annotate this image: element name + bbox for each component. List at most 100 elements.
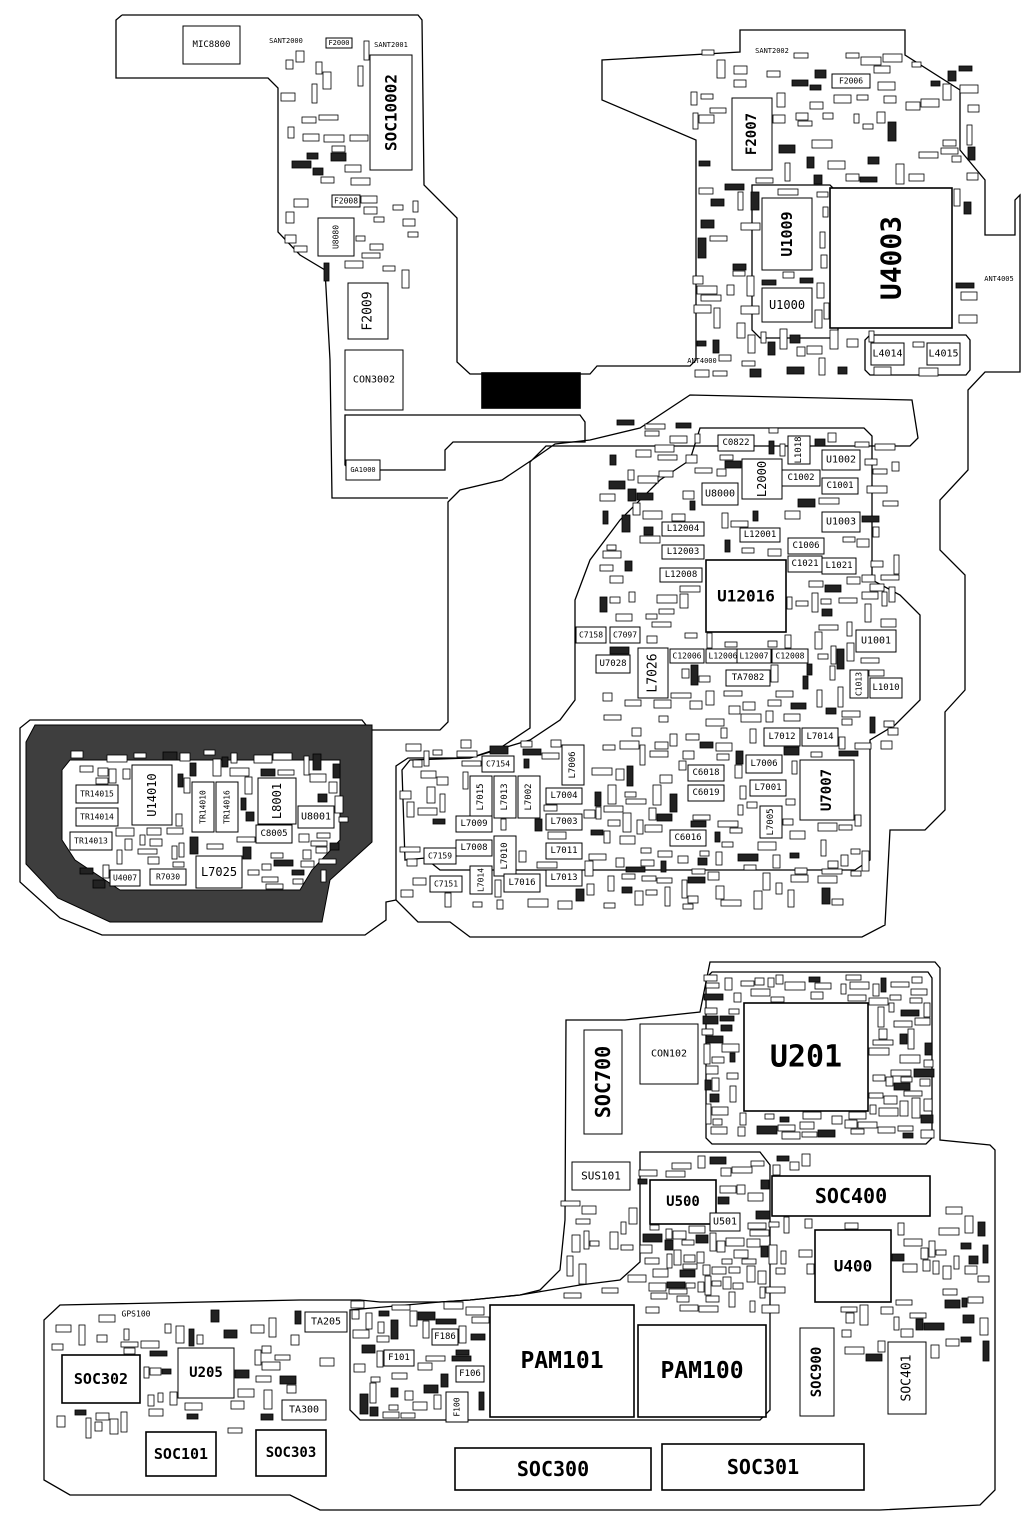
component-l7002: L7002	[517, 775, 541, 819]
passive-pad	[285, 211, 295, 224]
passive-pad	[709, 1232, 717, 1252]
passive-pad	[382, 1411, 400, 1419]
passive-pad	[353, 1363, 366, 1373]
component-f106: F106	[455, 1365, 485, 1383]
component-body-l12004	[661, 521, 705, 537]
component-body-l7013b	[545, 869, 583, 887]
component-label-u7007: U7007	[819, 769, 835, 811]
passive-pad	[777, 1124, 796, 1132]
component-l8001: L8001	[257, 777, 297, 825]
passive-pad	[557, 900, 573, 910]
passive-pad	[109, 1418, 119, 1435]
passive-pad	[732, 1282, 744, 1290]
passive-pad	[602, 550, 622, 559]
passive-pad	[790, 874, 809, 883]
passive-pad	[895, 163, 905, 185]
passive-pad	[310, 840, 328, 847]
passive-pad	[818, 497, 840, 505]
component-l7004: L7004	[545, 787, 583, 805]
passive-pad	[804, 1218, 813, 1229]
passive-pad	[639, 1244, 653, 1254]
passive-pad	[589, 1240, 600, 1247]
passive-pad	[841, 1329, 852, 1338]
passive-pad	[746, 801, 758, 809]
component-body-c1002	[781, 469, 821, 487]
component-body-u1001	[855, 629, 897, 653]
component-label-l7008: L7008	[460, 843, 487, 853]
component-body-u7007	[799, 759, 855, 821]
passive-pad	[664, 1239, 674, 1251]
passive-pad	[733, 65, 748, 75]
component-label-u201: U201	[770, 1040, 842, 1075]
component-body-r7030	[149, 868, 187, 886]
passive-pad	[390, 1387, 399, 1398]
passive-pad	[692, 275, 704, 285]
passive-pad	[891, 1253, 905, 1262]
passive-pad	[809, 101, 824, 110]
passive-pad	[172, 861, 185, 868]
passive-pad	[817, 653, 829, 660]
passive-pad	[705, 1065, 719, 1075]
passive-pad	[911, 976, 923, 984]
component-body-f2008	[331, 194, 361, 208]
passive-pad	[175, 813, 183, 827]
passive-pad	[143, 1366, 150, 1379]
passive-pad	[700, 219, 715, 229]
component-body-l7016	[503, 873, 541, 893]
passive-pad	[814, 438, 826, 447]
passive-pad	[642, 510, 663, 520]
component-label-soc302: SOC302	[74, 1370, 128, 1388]
passive-pad	[798, 1249, 813, 1258]
component-label-santa2002: SANT2002	[755, 47, 789, 55]
passive-pad	[169, 1391, 178, 1406]
passive-pad	[607, 819, 621, 827]
passive-pad	[776, 92, 786, 108]
passive-pad	[369, 1406, 379, 1417]
passive-pad	[705, 718, 725, 727]
passive-pad	[709, 235, 728, 242]
passive-pad	[527, 898, 549, 908]
passive-pad	[292, 878, 304, 885]
passive-pad	[880, 618, 897, 628]
passive-pad	[603, 714, 622, 721]
component-body-c6016	[669, 829, 707, 847]
passive-pad	[682, 1263, 698, 1270]
passive-pad	[602, 692, 613, 702]
component-body-c7158	[575, 626, 607, 644]
passive-pad	[679, 1304, 699, 1312]
passive-pad	[261, 1361, 281, 1371]
component-label-f186: F186	[434, 1332, 456, 1342]
passive-pad	[716, 1240, 726, 1253]
passive-pad	[352, 1329, 370, 1339]
passive-pad	[806, 345, 823, 355]
component-body-tr14016	[215, 781, 239, 833]
component-body-l7014b	[801, 727, 839, 747]
passive-pad	[719, 454, 734, 461]
passive-pad	[685, 733, 700, 741]
component-body-c12006	[669, 648, 705, 664]
passive-pad	[412, 877, 427, 886]
passive-pad	[801, 1131, 818, 1138]
passive-pad	[810, 751, 823, 758]
passive-pad	[876, 111, 886, 124]
passive-pad	[872, 526, 880, 538]
passive-pad	[767, 699, 782, 707]
passive-pad	[813, 174, 823, 185]
component-u201: U201	[743, 1002, 869, 1112]
passive-pad	[920, 98, 940, 108]
passive-pad	[919, 1078, 931, 1087]
component-label-u500: U500	[666, 1194, 700, 1210]
passive-pad	[607, 875, 615, 892]
component-c6019: C6019	[687, 784, 725, 802]
component-f2007: F2007	[731, 97, 773, 171]
passive-pad	[670, 692, 692, 699]
component-label-soc301: SOC301	[727, 1455, 799, 1479]
passive-pad	[872, 1039, 894, 1046]
passive-pad	[295, 50, 305, 63]
passive-pad	[765, 1286, 786, 1294]
passive-pad	[133, 752, 147, 759]
component-label-u205: U205	[189, 1365, 223, 1381]
passive-pad	[699, 850, 710, 857]
component-pam100: PAM100	[637, 1324, 767, 1418]
passive-pad	[699, 741, 714, 749]
